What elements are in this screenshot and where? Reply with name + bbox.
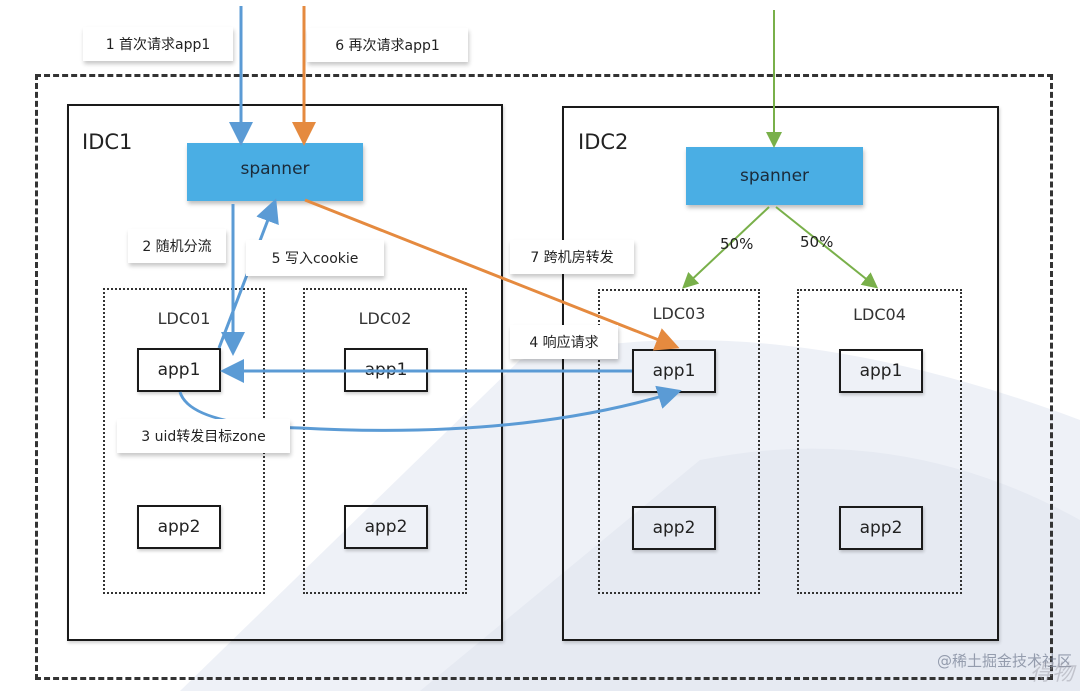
idc2-spanner[interactable]: spanner bbox=[686, 147, 863, 205]
idc1-box bbox=[67, 104, 503, 641]
ldc02-app1-label: app1 bbox=[364, 360, 408, 380]
note-step4: 4 响应请求 bbox=[510, 325, 618, 359]
ldc01-app2[interactable]: app2 bbox=[137, 505, 221, 549]
ldc04-app2[interactable]: app2 bbox=[839, 506, 923, 550]
note-step6: 6 再次请求app1 bbox=[307, 28, 468, 62]
split-right-percent: 50% bbox=[800, 233, 834, 251]
idc1-spanner-label: spanner bbox=[240, 159, 310, 179]
ldc04-app2-label: app2 bbox=[859, 518, 903, 538]
ldc03-app2[interactable]: app2 bbox=[632, 506, 716, 550]
note-step5: 5 写入cookie bbox=[246, 240, 384, 276]
ldc02-app2-label: app2 bbox=[364, 517, 408, 537]
idc2-box bbox=[562, 106, 999, 641]
ldc04-app1[interactable]: app1 bbox=[839, 349, 923, 393]
note-step1: 1 首次请求app1 bbox=[83, 27, 233, 61]
idc2-spanner-label: spanner bbox=[739, 166, 810, 186]
ldc03-app2-label: app2 bbox=[652, 518, 696, 538]
ldc01-app1-label: app1 bbox=[157, 360, 201, 380]
ldc03-label: LDC03 bbox=[652, 304, 706, 323]
ldc02-label: LDC02 bbox=[358, 309, 412, 328]
ldc01-label: LDC01 bbox=[157, 309, 211, 328]
ldc04-label: LDC04 bbox=[853, 305, 906, 324]
idc1-spanner[interactable]: spanner bbox=[187, 143, 363, 201]
split-left-percent: 50% bbox=[720, 235, 754, 253]
idc2-label: IDC2 bbox=[578, 130, 629, 154]
ldc04-box: LDC04 bbox=[797, 289, 962, 594]
ldc01-app2-label: app2 bbox=[157, 517, 201, 537]
ldc03-app1[interactable]: app1 bbox=[632, 349, 716, 393]
ldc04-app1-label: app1 bbox=[859, 361, 903, 381]
note-step3: 3 uid转发目标zone bbox=[117, 419, 290, 453]
idc1-label: IDC1 bbox=[82, 130, 133, 154]
watermark-overlay: 得物 bbox=[1029, 661, 1074, 686]
ldc01-app1[interactable]: app1 bbox=[137, 348, 221, 392]
unit-boundary bbox=[35, 74, 1053, 680]
ldc03-app1-label: app1 bbox=[652, 361, 696, 381]
ldc02-app1[interactable]: app1 bbox=[344, 348, 428, 392]
note-step2: 2 随机分流 bbox=[128, 229, 226, 263]
watermark-text: @稀土掘金技术社区 bbox=[936, 652, 1072, 670]
note-step7: 7 跨机房转发 bbox=[510, 240, 634, 274]
ldc02-app2[interactable]: app2 bbox=[344, 505, 428, 549]
